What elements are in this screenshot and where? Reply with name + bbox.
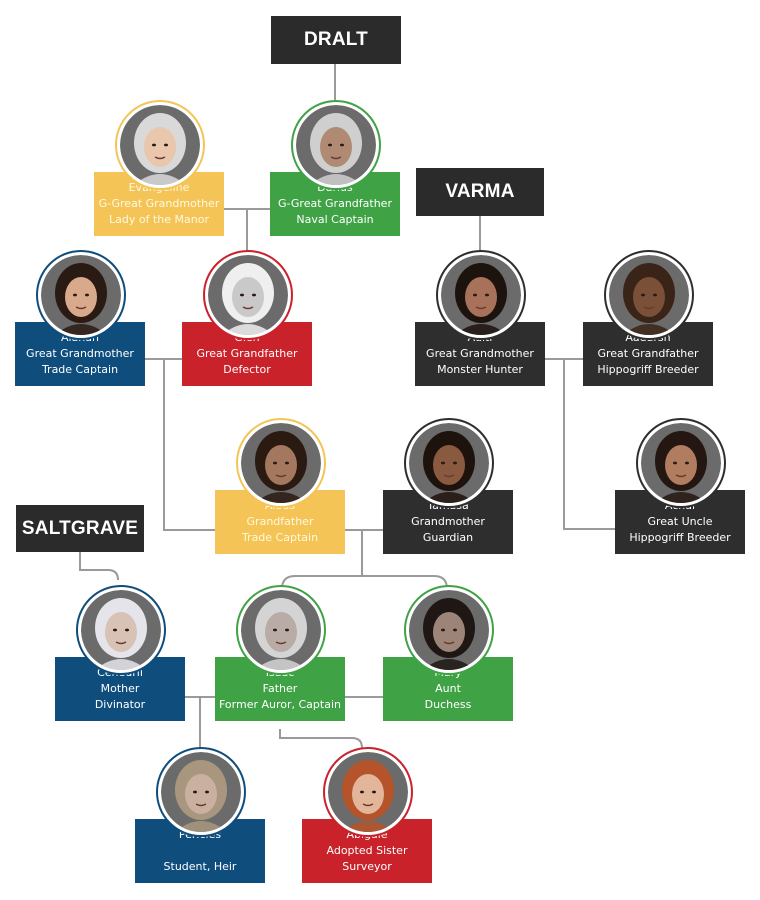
person-pericles: PericlesStudent, Heir: [135, 747, 265, 883]
person-relation: Great Grandmother: [26, 347, 134, 360]
portrait-avatar-icon: [208, 255, 288, 335]
person-relation: Great Grandmother: [426, 347, 534, 360]
person-role: Surveyor: [342, 860, 392, 873]
portrait-glen: [203, 250, 293, 340]
person-role: Naval Captain: [296, 213, 374, 226]
portrait-achal: [636, 418, 726, 508]
portrait-avatar-icon: [409, 590, 489, 670]
portrait-avatar-icon: [41, 255, 121, 335]
person-relation: Mother: [100, 682, 140, 695]
person-relation: G-Great Grandfather: [278, 197, 392, 210]
portrait-aadarsh: [604, 250, 694, 340]
person-role: Divinator: [94, 698, 146, 711]
portrait-darius: [291, 100, 381, 190]
person-cenedril: CenedrilMotherDivinator: [55, 585, 185, 721]
portrait-isaac: [236, 585, 326, 675]
family-label-dralt: DRALT: [271, 16, 401, 64]
portrait-alanah: [36, 250, 126, 340]
family-label-saltgrave: SALTGRAVE: [16, 505, 144, 552]
portrait-avatar-icon: [409, 423, 489, 503]
portrait-avatar-icon: [81, 590, 161, 670]
portrait-avatar-icon: [441, 255, 521, 335]
person-relation: Aunt: [435, 682, 461, 695]
portrait-avatar-icon: [641, 423, 721, 503]
person-role: Student, Heir: [163, 860, 237, 873]
person-tamasa: TamasaGrandmotherGuardian: [383, 418, 513, 554]
portrait-mary: [404, 585, 494, 675]
connector-to-abigale: [279, 729, 363, 749]
person-role: Monster Hunter: [437, 363, 523, 376]
portrait-evangeline: [115, 100, 205, 190]
connector-varma-children: [563, 359, 615, 530]
person-relation: Grandmother: [411, 515, 485, 528]
portrait-cenedril: [76, 585, 166, 675]
person-role: Hippogriff Breeder: [597, 363, 699, 376]
portrait-avatar-icon: [241, 423, 321, 503]
connector-children-bus: [281, 530, 448, 590]
family-label-varma: VARMA: [416, 168, 544, 216]
portrait-avatar-icon: [328, 752, 408, 832]
person-role: Defector: [223, 363, 271, 376]
portrait-avatar-icon: [120, 105, 200, 185]
person-card-tamasa: TamasaGrandmotherGuardian: [383, 490, 513, 554]
person-role: Hippogriff Breeder: [629, 531, 731, 544]
person-role: Former Auror, Captain: [218, 698, 341, 711]
person-relation: G-Great Grandmother: [98, 197, 220, 210]
person-relation: Great Uncle: [647, 515, 713, 528]
person-isaac: IsaacFatherFormer Auror, Captain: [215, 585, 345, 721]
portrait-pericles: [156, 747, 246, 837]
person-mary: MaryAuntDuchess: [383, 585, 513, 721]
person-relation: Great Grandfather: [196, 347, 298, 360]
person-relation: Grandfather: [246, 515, 314, 528]
person-role: Duchess: [424, 698, 472, 711]
connector-saltgrave: [79, 552, 119, 581]
connector-to-albus: [163, 359, 215, 531]
portrait-abigale: [323, 747, 413, 837]
person-relation: Adopted Sister: [326, 844, 408, 857]
portrait-avatar-icon: [241, 590, 321, 670]
person-albus: AlbusGrandfatherTrade Captain: [215, 418, 345, 554]
portrait-avatar-icon: [161, 752, 241, 832]
person-role: Guardian: [422, 531, 474, 544]
person-role: Trade Captain: [241, 531, 319, 544]
portrait-tamasa: [404, 418, 494, 508]
portrait-albus: [236, 418, 326, 508]
person-relation: Great Grandfather: [597, 347, 699, 360]
portrait-aditi: [436, 250, 526, 340]
portrait-avatar-icon: [609, 255, 689, 335]
person-role: Trade Captain: [41, 363, 119, 376]
person-role: Lady of the Manor: [109, 213, 209, 226]
person-relation: Father: [262, 682, 298, 695]
portrait-avatar-icon: [296, 105, 376, 185]
